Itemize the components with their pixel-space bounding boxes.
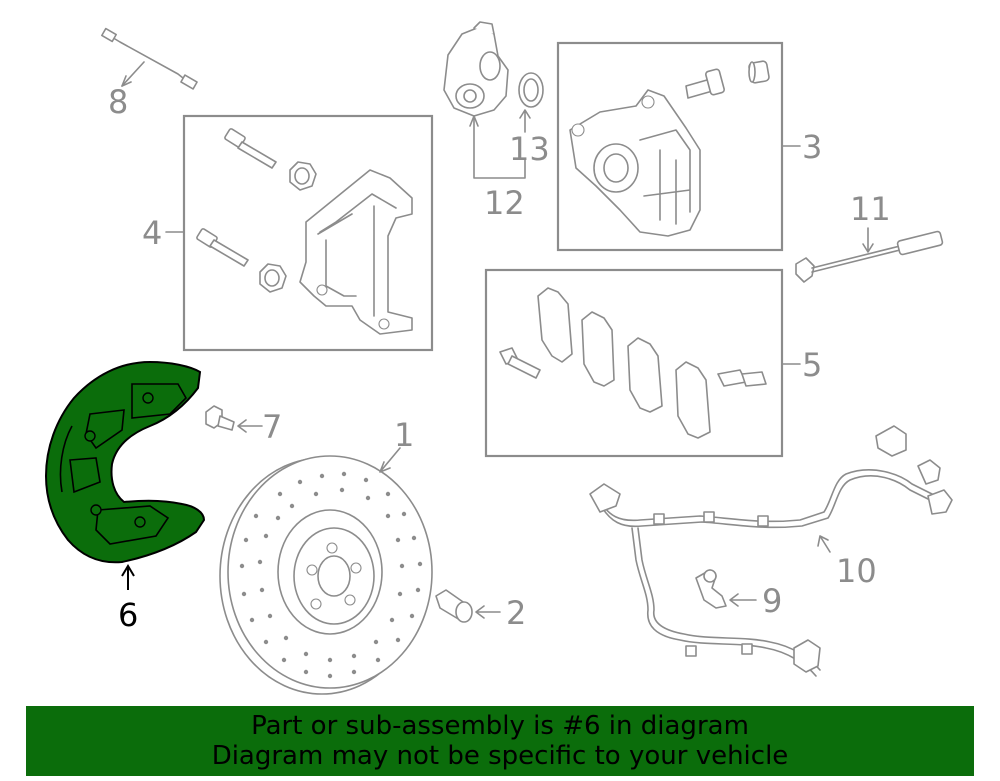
part-11-wear-sensor[interactable] <box>795 227 944 283</box>
callout-10: 10 <box>836 552 877 590</box>
part-4-caliper-bracket-kit[interactable] <box>165 114 434 352</box>
callout-11: 11 <box>850 190 891 228</box>
callout-6: 6 <box>118 596 138 634</box>
part-12-caliper-actuator[interactable] <box>443 21 526 179</box>
bracket-nut-upper <box>289 161 317 191</box>
part-7-shield-bolt[interactable] <box>205 405 263 433</box>
callout-4: 4 <box>142 214 162 252</box>
info-banner: Part or sub-assembly is #6 in diagram Di… <box>26 706 974 776</box>
callout-1: 1 <box>394 416 414 454</box>
part-5-brake-pad-set[interactable] <box>484 268 801 458</box>
caliper-bleeder-cap <box>748 60 770 84</box>
caliper-bleeder-screw <box>685 68 725 99</box>
callout-2: 2 <box>506 594 526 632</box>
callout-3: 3 <box>802 128 822 166</box>
callout-12: 12 <box>484 184 525 222</box>
part-9-wheel-speed-sensor[interactable] <box>695 569 757 609</box>
pad-bolt <box>499 347 541 379</box>
callout-8: 8 <box>108 83 128 121</box>
bracket-bolt-lower <box>196 228 249 267</box>
part-8-sensor-wire[interactable] <box>101 27 198 90</box>
callout-13: 13 <box>509 130 550 168</box>
part-2-rotor-screw[interactable] <box>435 589 501 623</box>
rotor-cross-drill-holes <box>239 471 423 679</box>
banner-line-2: Diagram may not be specific to your vehi… <box>211 741 789 771</box>
bracket-nut-lower <box>259 263 287 293</box>
bracket-bolt-upper <box>224 128 277 169</box>
banner-line-1: Part or sub-assembly is #6 in diagram <box>251 711 749 741</box>
part-13-seal-ring[interactable] <box>518 72 544 133</box>
part-3-caliper[interactable] <box>556 41 801 252</box>
callout-7: 7 <box>262 408 282 446</box>
pad-clip <box>717 369 767 387</box>
parts-diagram: 8 13 12 <box>44 21 953 695</box>
part-1-brake-rotor[interactable] <box>219 447 433 695</box>
callout-9: 9 <box>762 582 782 620</box>
part-10-wiring-harness[interactable] <box>589 425 953 677</box>
callout-5: 5 <box>802 346 822 384</box>
part-6-splash-shield[interactable] <box>44 360 206 590</box>
splash-shield-body[interactable] <box>44 360 206 564</box>
